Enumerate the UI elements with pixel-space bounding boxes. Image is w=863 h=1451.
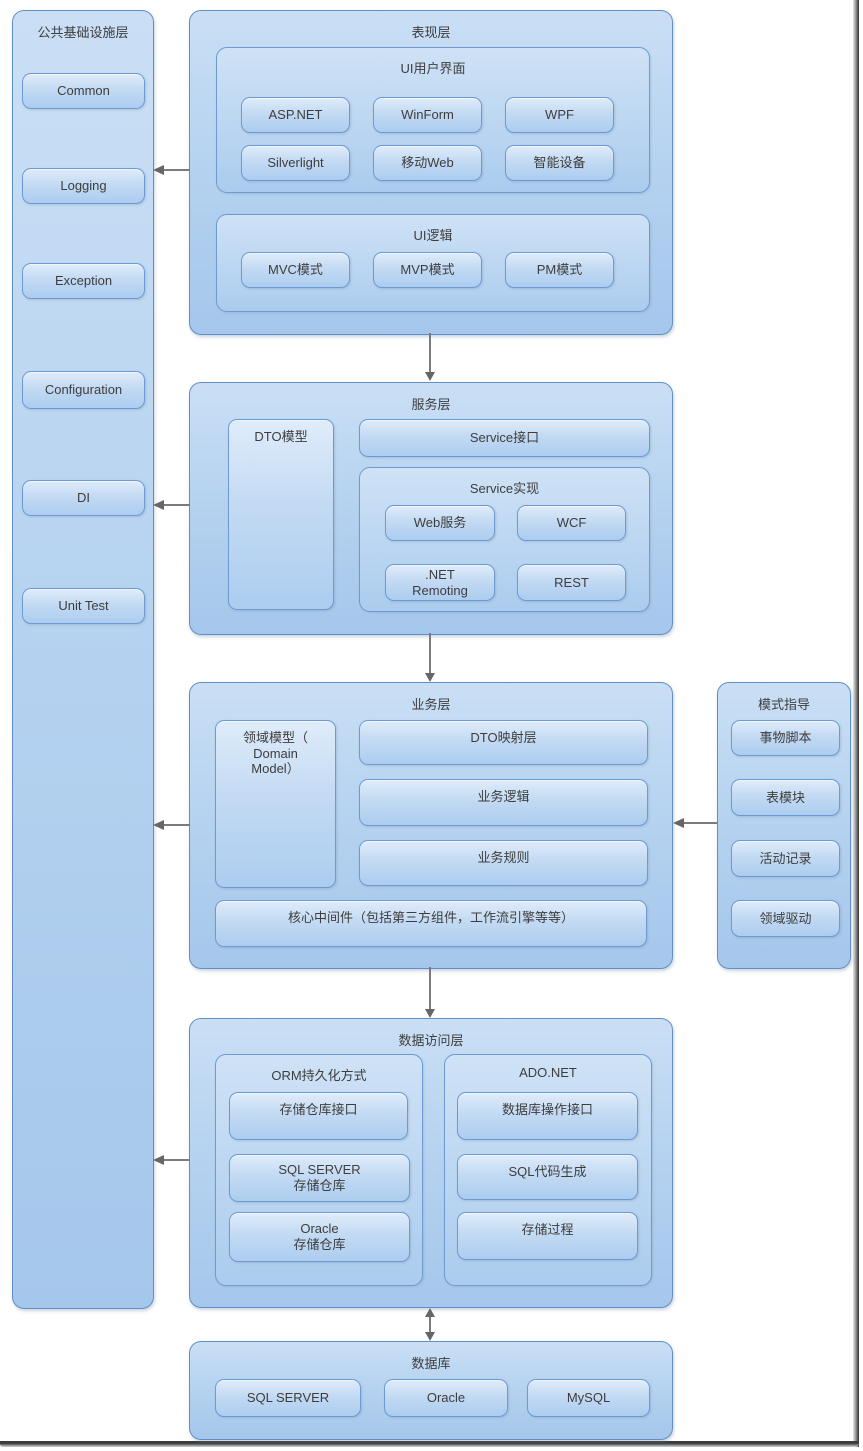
service-impl-panel: Service实现 Web服务 WCF .NET Remoting REST xyxy=(359,467,650,612)
business-layer-title: 业务层 xyxy=(411,697,451,712)
box-mvc-pattern: MVC模式 xyxy=(241,252,350,288)
database-layer: 数据库 SQL SERVER Oracle MySQL xyxy=(189,1341,673,1440)
orm-panel-title: ORM持久化方式 xyxy=(271,1068,367,1083)
arrow-service-to-business xyxy=(425,633,435,682)
box-sql-codegen: SQL代码生成 xyxy=(457,1154,638,1200)
pattern-guidance-title: 模式指导 xyxy=(757,697,810,712)
box-sqlserver-repository: SQL SERVER 存储仓库 xyxy=(229,1154,410,1202)
arrow-service-to-infrastructure xyxy=(153,500,190,510)
box-mvp-pattern: MVP模式 xyxy=(373,252,482,288)
box-dto-model: DTO模型 xyxy=(228,419,334,610)
box-table-module: 表模块 xyxy=(731,779,840,816)
box-transaction-script: 事物脚本 xyxy=(731,720,840,756)
infrastructure-layer-title: 公共基础设施层 xyxy=(37,25,129,40)
box-sqlserver: SQL SERVER xyxy=(215,1379,361,1417)
box-pm-pattern: PM模式 xyxy=(505,252,614,288)
arrow-presentation-to-infrastructure xyxy=(153,165,190,175)
arrow-dataaccess-to-infrastructure xyxy=(153,1155,190,1165)
data-access-layer-title: 数据访问层 xyxy=(398,1033,464,1048)
page-border-bottom xyxy=(0,1441,859,1447)
box-db-operation-interface: 数据库操作接口 xyxy=(457,1092,638,1140)
box-web-service: Web服务 xyxy=(385,505,495,541)
box-active-record: 活动记录 xyxy=(731,840,840,877)
ui-interface-panel-title: UI用户界面 xyxy=(400,61,466,76)
box-mysql: MySQL xyxy=(527,1379,650,1417)
box-oracle-repository: Oracle 存储仓库 xyxy=(229,1212,410,1262)
box-domain-driven: 领域驱动 xyxy=(731,900,840,937)
box-stored-procedure: 存储过程 xyxy=(457,1212,638,1260)
data-access-layer: 数据访问层 ORM持久化方式 存储仓库接口 SQL SERVER 存储仓库 Or… xyxy=(189,1018,673,1308)
box-business-logic: 业务逻辑 xyxy=(359,779,648,826)
box-service-interface: Service接口 xyxy=(359,419,650,457)
ado-net-panel: ADO.NET 数据库操作接口 SQL代码生成 存储过程 xyxy=(444,1054,652,1286)
box-oracle: Oracle xyxy=(384,1379,508,1417)
page-border-right xyxy=(853,0,859,1447)
box-smart-device: 智能设备 xyxy=(505,145,614,181)
box-aspnet: ASP.NET xyxy=(241,97,350,133)
box-domain-model: 领域模型（ Domain Model） xyxy=(215,720,336,888)
database-layer-title: 数据库 xyxy=(411,1356,451,1371)
arrow-business-to-dataaccess xyxy=(425,967,435,1018)
box-mobile-web: 移动Web xyxy=(373,145,482,181)
service-impl-panel-title: Service实现 xyxy=(469,481,540,496)
sidebar-item-logging: Logging xyxy=(22,168,145,204)
ui-logic-panel: UI逻辑 MVC模式 MVP模式 PM模式 xyxy=(216,214,650,312)
box-wcf: WCF xyxy=(517,505,626,541)
box-repository-interface: 存储仓库接口 xyxy=(229,1092,408,1140)
box-business-rules: 业务规则 xyxy=(359,840,648,886)
sidebar-item-common: Common xyxy=(22,73,145,109)
ui-logic-panel-title: UI逻辑 xyxy=(413,228,453,243)
sidebar-item-configuration: Configuration xyxy=(22,371,145,409)
arrow-dataaccess-database-bidirectional xyxy=(425,1308,435,1341)
box-net-remoting: .NET Remoting xyxy=(385,564,495,601)
sidebar-item-unit-test: Unit Test xyxy=(22,588,145,624)
box-wpf: WPF xyxy=(505,97,614,133)
presentation-layer-title: 表现层 xyxy=(411,25,451,40)
service-layer: 服务层 DTO模型 Service接口 Service实现 Web服务 WCF … xyxy=(189,382,673,635)
ado-net-panel-title: ADO.NET xyxy=(519,1065,577,1080)
box-silverlight: Silverlight xyxy=(241,145,350,181)
arrow-pattern-to-business xyxy=(673,818,717,828)
business-layer: 业务层 领域模型（ Domain Model） DTO映射层 业务逻辑 业务规则… xyxy=(189,682,673,969)
sidebar-item-exception: Exception xyxy=(22,263,145,299)
pattern-guidance-panel: 模式指导 事物脚本 表模块 活动记录 领域驱动 xyxy=(717,682,851,969)
service-layer-title: 服务层 xyxy=(411,397,451,412)
box-dto-mapping: DTO映射层 xyxy=(359,720,648,765)
ui-interface-panel: UI用户界面 ASP.NET WinForm WPF Silverlight 移… xyxy=(216,47,650,193)
infrastructure-layer: 公共基础设施层 Common Logging Exception Configu… xyxy=(12,10,154,1309)
arrow-presentation-to-service xyxy=(425,333,435,381)
box-winform: WinForm xyxy=(373,97,482,133)
presentation-layer: 表现层 UI用户界面 ASP.NET WinForm WPF Silverlig… xyxy=(189,10,673,335)
sidebar-item-di: DI xyxy=(22,480,145,516)
arrow-business-to-infrastructure xyxy=(153,820,190,830)
orm-panel: ORM持久化方式 存储仓库接口 SQL SERVER 存储仓库 Oracle 存… xyxy=(215,1054,423,1286)
box-core-middleware: 核心中间件（包括第三方组件，工作流引擎等等） xyxy=(215,900,647,947)
box-rest: REST xyxy=(517,564,626,601)
